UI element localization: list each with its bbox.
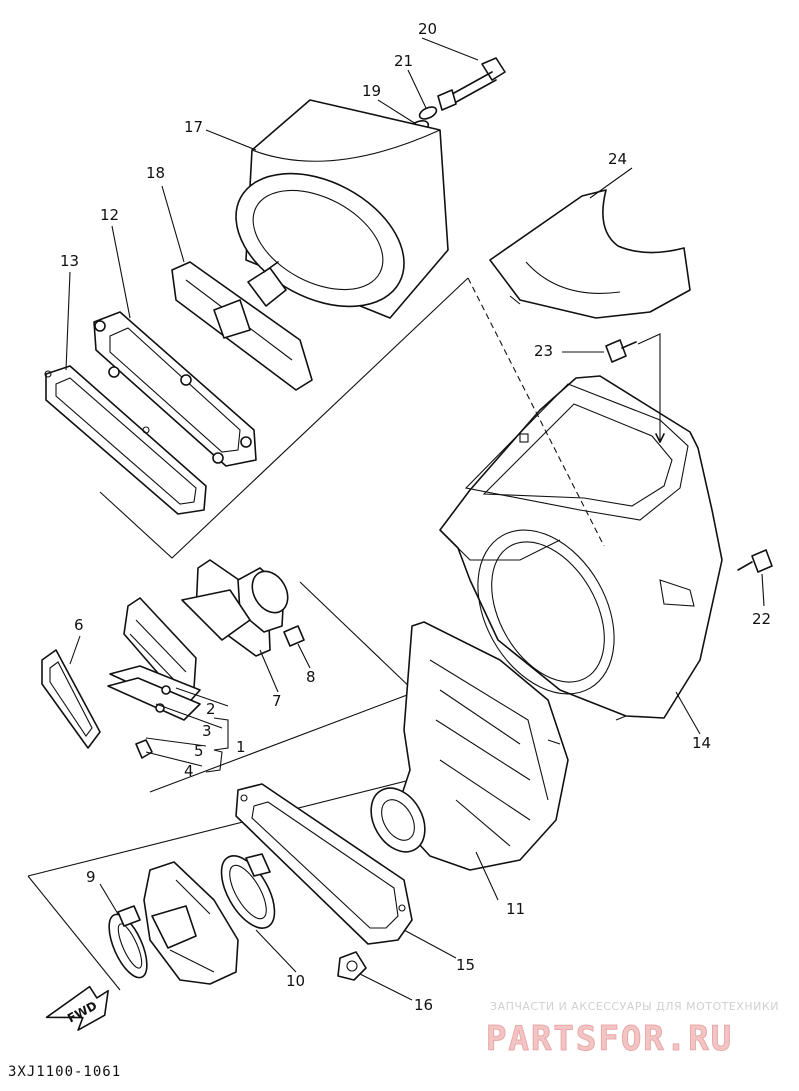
gasket-part-6 [41,649,101,749]
part-label-15: 15 [456,956,475,974]
part-label-11: 11 [506,900,525,918]
bolt-part-8 [283,625,305,647]
part-label-3: 3 [202,722,212,740]
part-label-8: 8 [306,668,316,686]
intake-joint-part-7 [181,559,289,657]
part-label-14: 14 [692,734,711,752]
part-label-16: 16 [414,996,433,1014]
air-filter-element-part-17 [235,99,449,319]
parts-reference-dash-line [467,277,605,547]
bolt-part-22 [737,549,773,573]
part-label-2: 2 [206,700,216,718]
part-label-24: 24 [608,150,627,168]
part-label-10: 10 [286,972,305,990]
wing-bolt-part-20 [437,57,506,111]
reed-valve-assembly-part-1 [107,597,229,773]
nut-part-16 [337,951,367,981]
plate-part-12 [93,311,257,467]
washer-part-21 [418,106,438,120]
watermark: ЗАПЧАСТИ И АКСЕССУАРЫ ДЛЯ МОТОТЕХНИКИ PA… [486,1000,779,1060]
watermark-tagline: ЗАПЧАСТИ И АКСЕССУАРЫ ДЛЯ МОТОТЕХНИКИ [490,1000,779,1013]
part-label-5: 5 [194,742,204,760]
part-number-labels: 20 21 19 17 18 12 13 24 23 22 14 7 8 6 2… [60,20,771,1014]
hose-clamp-part-9 [108,905,148,979]
part-label-4: 4 [184,762,194,780]
filter-guide-part-18 [171,261,313,391]
part-label-12: 12 [100,206,119,224]
leader-lines [65,37,765,1001]
part-label-1: 1 [236,738,246,756]
carburetor [143,861,239,985]
cover-part-24 [489,189,691,319]
part-label-13: 13 [60,252,79,270]
gasket-part-13 [44,365,207,515]
part-label-23: 23 [534,342,553,360]
part-label-9: 9 [86,868,96,886]
watermark-brand: PARTSFOR.RU [486,1019,733,1059]
air-box-part-14 [439,375,723,721]
part-label-22: 22 [752,610,771,628]
part-label-7: 7 [272,692,282,710]
forward-direction-arrow: FWD [45,985,109,1031]
air-intake-boot-part-11 [370,621,569,871]
group-frame-air-filter [99,277,469,559]
bolt-part-23 [605,333,665,443]
part-label-18: 18 [146,164,165,182]
diagram-code: 3XJ1100-1061 [8,1064,121,1080]
part-label-19: 19 [362,82,381,100]
hose-clamp-part-10 [220,853,276,929]
part-label-20: 20 [418,20,437,38]
part-label-6: 6 [74,616,84,634]
part-label-17: 17 [184,118,203,136]
part-label-21: 21 [394,52,413,70]
